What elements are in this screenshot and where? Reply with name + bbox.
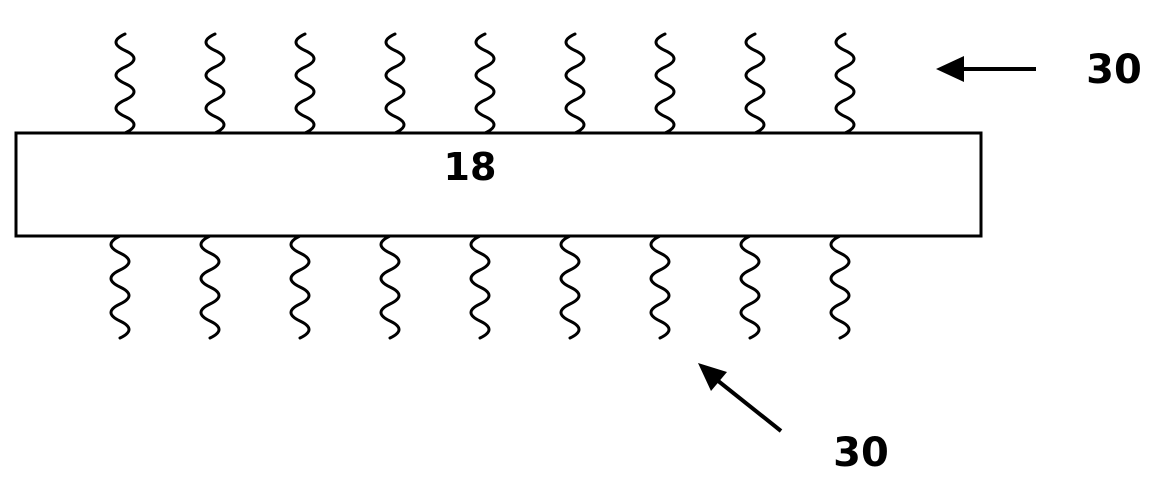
top-chain-2 xyxy=(206,34,224,133)
substrate-label: 18 xyxy=(444,145,497,189)
bottom-chain-4 xyxy=(381,236,399,338)
bottom-chain-7 xyxy=(651,236,669,338)
bottom-chain-3 xyxy=(291,236,309,338)
top-chain-1 xyxy=(116,34,134,133)
top-arrow xyxy=(936,56,1036,82)
bottom-chain-5 xyxy=(471,236,489,338)
top-chain-8 xyxy=(746,34,764,133)
top-chain-5 xyxy=(476,34,494,133)
bottom-arrow xyxy=(698,363,781,431)
top-chain-6 xyxy=(566,34,584,133)
bottom-chain-8 xyxy=(741,236,759,338)
bottom-chain-label: 30 xyxy=(833,430,889,476)
top-chain-4 xyxy=(386,34,404,133)
bottom-chain-2 xyxy=(201,236,219,338)
bottom-chain-group xyxy=(111,236,849,338)
top-chain-3 xyxy=(296,34,314,133)
top-chain-9 xyxy=(836,34,854,133)
top-chain-group xyxy=(116,34,854,133)
substrate-bar xyxy=(16,133,981,236)
top-chain-7 xyxy=(656,34,674,133)
bottom-arrow-shaft xyxy=(717,380,781,431)
top-arrow-head xyxy=(936,56,964,82)
bottom-chain-9 xyxy=(831,236,849,338)
top-chain-label: 30 xyxy=(1086,47,1142,93)
bottom-chain-1 xyxy=(111,236,129,338)
bottom-chain-6 xyxy=(561,236,579,338)
